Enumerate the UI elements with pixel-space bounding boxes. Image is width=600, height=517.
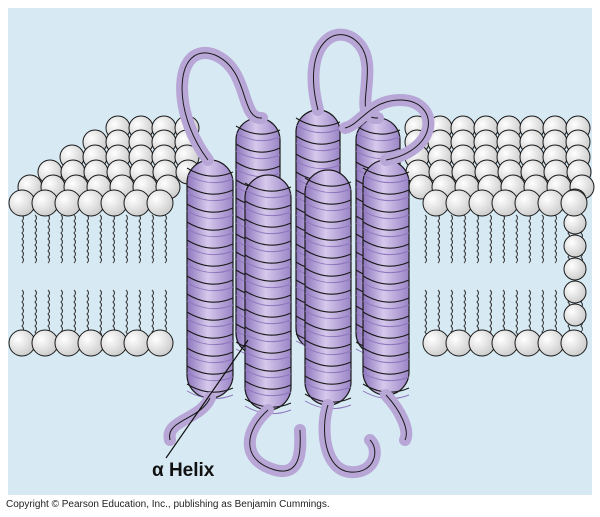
alpha-helix-bundle xyxy=(163,28,435,478)
lipid-tail xyxy=(476,214,479,264)
alpha-helix-label: α Helix xyxy=(152,460,215,481)
lipid-tail xyxy=(164,289,167,339)
lipid-tail xyxy=(489,214,492,264)
phospholipid-head-icon xyxy=(563,303,587,327)
helix-loop-outline xyxy=(249,409,301,472)
phospholipid-head-icon xyxy=(100,329,128,357)
lipid-tail xyxy=(164,214,167,264)
phospholipid-head-icon xyxy=(563,234,587,258)
lipid-tail xyxy=(528,214,531,264)
helix-loop-outline xyxy=(313,34,379,119)
lipid-tail xyxy=(47,214,50,264)
phospholipid-head-icon xyxy=(491,329,519,357)
phospholipid-head-icon xyxy=(146,329,174,357)
lipid-tail xyxy=(125,289,128,339)
phospholipid-head-icon xyxy=(514,329,542,357)
lipid-tail xyxy=(463,289,466,339)
phospholipid-head-icon xyxy=(54,329,82,357)
phospholipid-head-icon xyxy=(468,329,496,357)
lipid-tail xyxy=(463,214,466,264)
phospholipid-head-icon xyxy=(100,189,128,217)
phospholipid-head-icon xyxy=(560,329,588,357)
lipid-tail xyxy=(73,214,76,264)
phospholipid-head-icon xyxy=(8,329,36,357)
phospholipid-head-icon xyxy=(445,189,473,217)
phospholipid-head-icon xyxy=(537,189,565,217)
phospholipid-head-icon xyxy=(514,189,542,217)
phospholipid-head-icon xyxy=(123,189,151,217)
lipid-tail xyxy=(515,214,518,264)
lipid-tail xyxy=(60,214,63,264)
copyright-notice: Copyright © Pearson Education, Inc., pub… xyxy=(6,499,330,510)
label-pointer-line xyxy=(165,339,249,459)
alpha-helix-icon xyxy=(186,159,234,400)
alpha-helix-icon xyxy=(244,174,292,415)
phospholipid-head-icon xyxy=(31,189,59,217)
lipid-tail xyxy=(424,289,427,339)
lipid-heads-top-surface xyxy=(17,115,595,327)
phospholipid-head-icon xyxy=(54,189,82,217)
phospholipid-head-icon xyxy=(77,189,105,217)
phospholipid-head-icon xyxy=(468,189,496,217)
helix-loop-outline xyxy=(344,99,429,161)
lipid-tail xyxy=(450,289,453,339)
lipid-tail xyxy=(60,289,63,339)
phospholipid-head-icon xyxy=(146,189,174,217)
lipid-tail xyxy=(34,289,37,339)
alpha-helix-icon xyxy=(362,159,410,400)
lipid-tail xyxy=(151,214,154,264)
lipid-tail xyxy=(489,289,492,339)
helix-loop-outline xyxy=(385,394,407,441)
phospholipid-head-icon xyxy=(491,189,519,217)
lipid-tail xyxy=(554,214,557,264)
lipid-tail xyxy=(138,214,141,264)
lipid-tail xyxy=(34,214,37,264)
lipid-tail xyxy=(450,214,453,264)
lipid-tail xyxy=(99,289,102,339)
lipid-tail xyxy=(21,214,24,264)
lipid-tail xyxy=(541,289,544,339)
lipid-tail xyxy=(541,214,544,264)
lipid-heads-front-rows xyxy=(8,189,588,357)
lipid-tail xyxy=(424,214,427,264)
phospholipid-head-icon xyxy=(8,189,36,217)
phospholipid-head-icon xyxy=(77,329,105,357)
lipid-tail xyxy=(502,214,505,264)
phospholipid-head-icon xyxy=(563,257,587,281)
phospholipid-head-icon xyxy=(422,329,450,357)
alpha-helix-icon xyxy=(304,169,352,410)
lipid-tail xyxy=(515,289,518,339)
phospholipid-head-icon xyxy=(123,329,151,357)
lipid-tail xyxy=(151,289,154,339)
phospholipid-head-icon xyxy=(422,189,450,217)
helix-loop-outline xyxy=(181,52,263,161)
lipid-tail xyxy=(437,214,440,264)
lipid-tail xyxy=(554,289,557,339)
lipid-tail xyxy=(99,214,102,264)
helix-loop-outline xyxy=(323,404,376,473)
phospholipid-head-icon xyxy=(563,280,587,304)
lipid-tail xyxy=(112,214,115,264)
phospholipid-head-icon xyxy=(31,329,59,357)
lipid-tail xyxy=(125,214,128,264)
phospholipid-head-icon xyxy=(560,189,588,217)
phospholipid-head-icon xyxy=(537,329,565,357)
phospholipid-head-icon xyxy=(445,329,473,357)
lipid-tail xyxy=(86,214,89,264)
lipid-tail xyxy=(73,289,76,339)
helix-loop-outline xyxy=(169,397,211,441)
